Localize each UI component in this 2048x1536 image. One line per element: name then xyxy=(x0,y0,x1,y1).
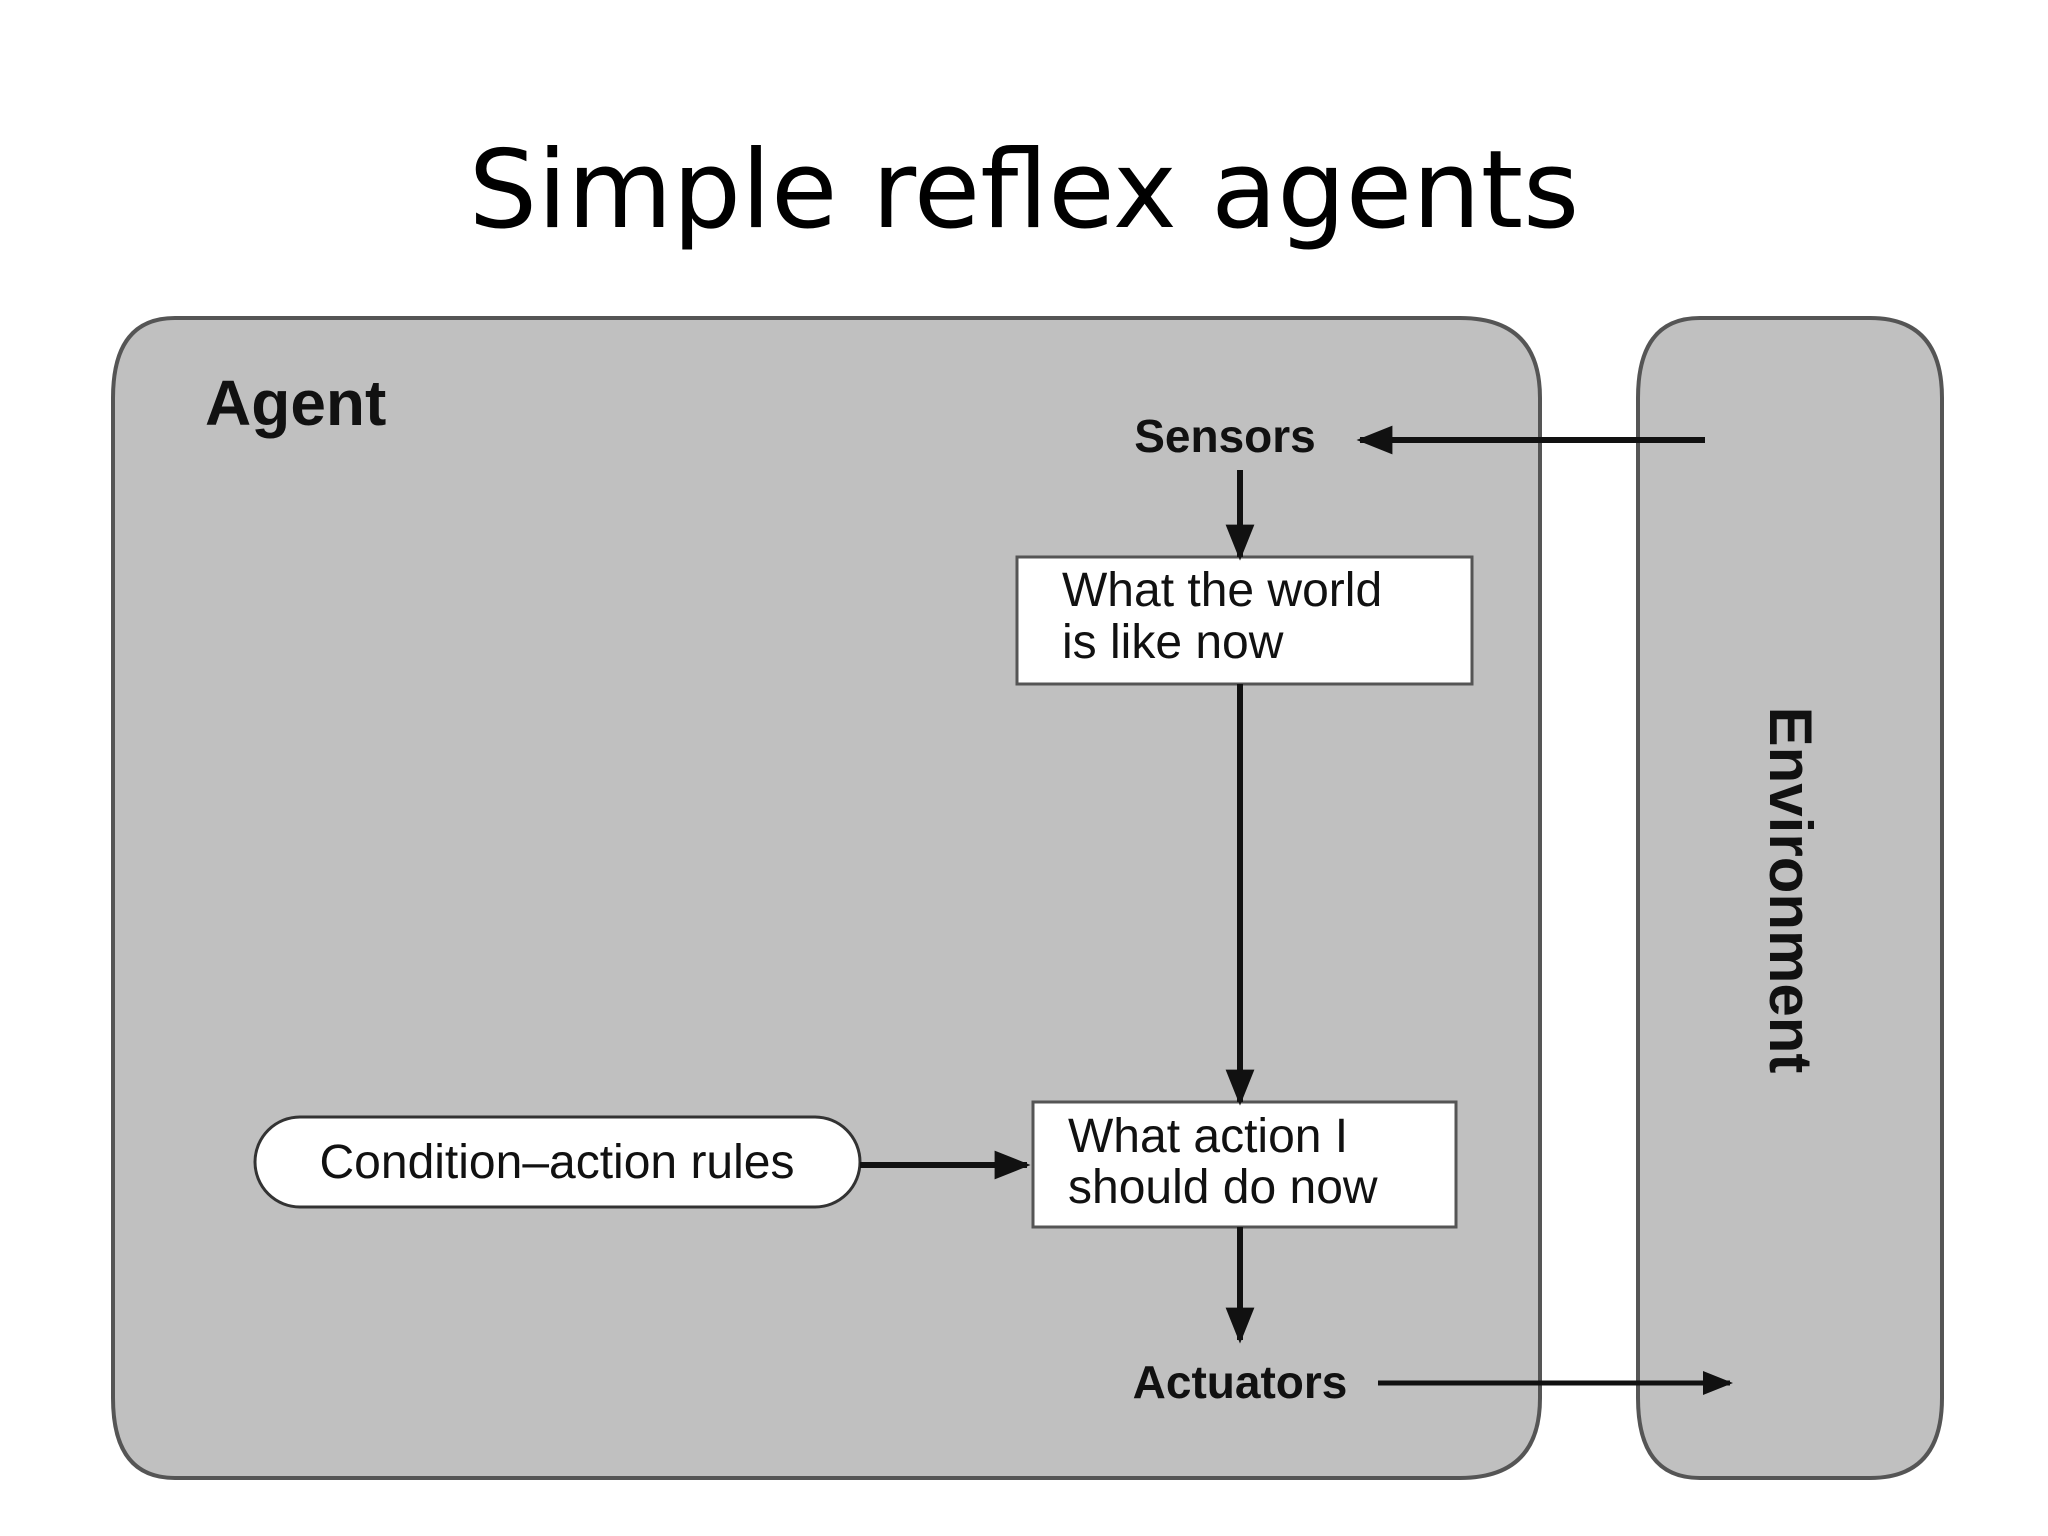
world-state-line1: What the world xyxy=(1062,564,1382,617)
agent-label: Agent xyxy=(205,367,386,439)
environment-label: Environment xyxy=(1757,707,1824,1074)
action-box-line2: should do now xyxy=(1068,1161,1378,1214)
action-box-line1: What action I xyxy=(1068,1110,1348,1163)
sensors-label: Sensors xyxy=(1134,410,1316,462)
rules-label: Condition–action rules xyxy=(320,1136,795,1189)
agent-panel xyxy=(111,316,1542,1480)
world-state-line2: is like now xyxy=(1062,616,1284,669)
world-state-box xyxy=(1015,555,1474,686)
slide-title: Simple reflex agents xyxy=(468,128,1580,253)
actuators-label: Actuators xyxy=(1133,1356,1348,1408)
environment-panel xyxy=(1636,316,1944,1480)
